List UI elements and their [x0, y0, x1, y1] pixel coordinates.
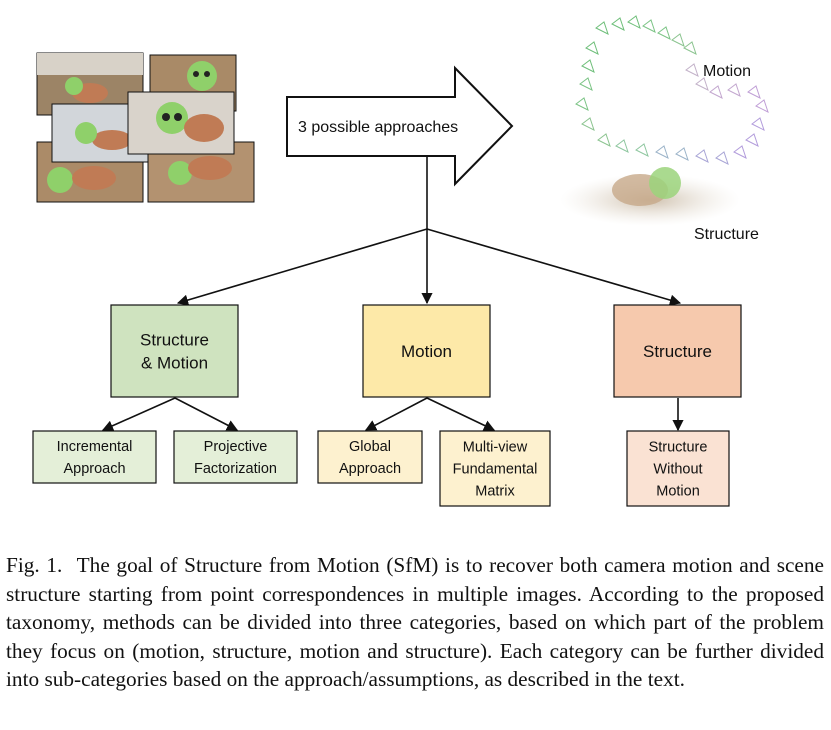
category-box-motion-label-line: Motion: [401, 342, 452, 361]
subcategory-box-label-line: Projective: [204, 439, 268, 455]
camera-frustum-icon: [595, 21, 609, 35]
subcategory-box-frame: [32, 430, 157, 484]
camera-frustum-icon: [683, 41, 697, 55]
connector-arrow: [426, 397, 496, 431]
camera-trajectory: [575, 15, 769, 165]
connector-tree: [101, 157, 684, 432]
connector-arrow: [174, 397, 238, 431]
category-box-structure-motion-label-line: Structure: [140, 330, 209, 349]
camera-frustum-icon: [709, 85, 723, 99]
subcategory-box-label-line: Motion: [656, 484, 700, 500]
camera-frustum-icon: [579, 77, 593, 91]
subcategory-box-label-line: Matrix: [475, 484, 515, 500]
subcategory-box-label-line: Approach: [63, 461, 125, 477]
camera-frustum-icon: [615, 139, 629, 153]
subcategory-box-label-line: Global: [349, 439, 391, 455]
motion-label: Motion: [703, 63, 751, 80]
subcategory-box-frame: [626, 430, 730, 507]
subcategory-box-label-line: Fundamental: [453, 462, 538, 478]
camera-frustum-icon: [745, 133, 759, 147]
subcategory-box-frame: [173, 430, 298, 484]
category-box-structure-motion: Structure & Motion: [110, 304, 239, 398]
connector-arrow: [426, 228, 682, 306]
sfm-taxonomy-diagram: 3 possible approaches Motion Structure S…: [32, 15, 769, 507]
camera-frustum-icon: [611, 17, 625, 31]
camera-frustum-icon: [585, 41, 599, 55]
subcategory-box-label-line: Approach: [339, 461, 401, 477]
subcategory-box-label-line: Factorization: [194, 461, 277, 477]
subcategory-box-label-line: Multi-view: [463, 440, 528, 456]
category-box-structure-motion-frame: [110, 304, 239, 398]
category-box-structure-frame: [613, 304, 742, 398]
subcategory-box-label-line: Without: [653, 462, 702, 478]
photo-thumbnail: [127, 91, 235, 155]
camera-frustum-icon: [597, 133, 611, 147]
reconstruction-illustration: Motion Structure: [560, 15, 769, 243]
category-box-structure: Structure: [613, 304, 742, 398]
camera-frustum-icon: [751, 117, 765, 131]
camera-frustum-icon: [581, 117, 595, 131]
camera-frustum-icon: [727, 83, 741, 97]
camera-frustum-icon: [675, 147, 689, 161]
camera-frustum-icon: [695, 149, 709, 163]
figure-caption: Fig. 1. The goal of Structure from Motio…: [6, 551, 824, 694]
connector-arrow: [101, 397, 176, 432]
structure-label: Structure: [694, 226, 759, 243]
point-cloud-head: [649, 167, 681, 199]
category-box-motion-frame: [362, 304, 491, 398]
camera-frustum-icon: [575, 97, 589, 111]
camera-frustum-icon: [627, 15, 641, 29]
caption-text: The goal of Structure from Motion (SfM) …: [6, 553, 824, 692]
camera-frustum-icon: [733, 145, 747, 159]
category-box-structure-motion-label-line: & Motion: [141, 353, 208, 372]
camera-frustum-icon: [695, 77, 709, 91]
camera-frustum-icon: [635, 143, 649, 157]
camera-frustum-icon: [642, 19, 656, 33]
subcategory-box-frame: [317, 430, 423, 484]
camera-frustum-icon: [755, 99, 769, 113]
camera-frustum-icon: [747, 85, 761, 99]
category-box-motion: Motion: [362, 304, 491, 398]
camera-frustum-icon: [671, 33, 685, 47]
approaches-block-arrow: 3 possible approaches: [286, 65, 514, 187]
category-box-structure-label-line: Structure: [643, 342, 712, 361]
approaches-label: 3 possible approaches: [298, 119, 458, 136]
subcategory-box-frame: [439, 430, 551, 507]
figure-label: Fig. 1.: [6, 553, 63, 577]
connector-arrow: [365, 397, 428, 431]
input-images-collage: [36, 52, 255, 203]
subcategory-box-label-line: Incremental: [57, 439, 133, 455]
subcategory-box-label-line: Structure: [649, 440, 708, 456]
connector-arrow: [176, 228, 428, 306]
camera-frustum-icon: [581, 59, 595, 73]
camera-frustum-icon: [657, 26, 671, 40]
camera-frustum-icon: [685, 63, 699, 77]
camera-frustum-icon: [655, 145, 669, 159]
camera-frustum-icon: [715, 151, 729, 165]
